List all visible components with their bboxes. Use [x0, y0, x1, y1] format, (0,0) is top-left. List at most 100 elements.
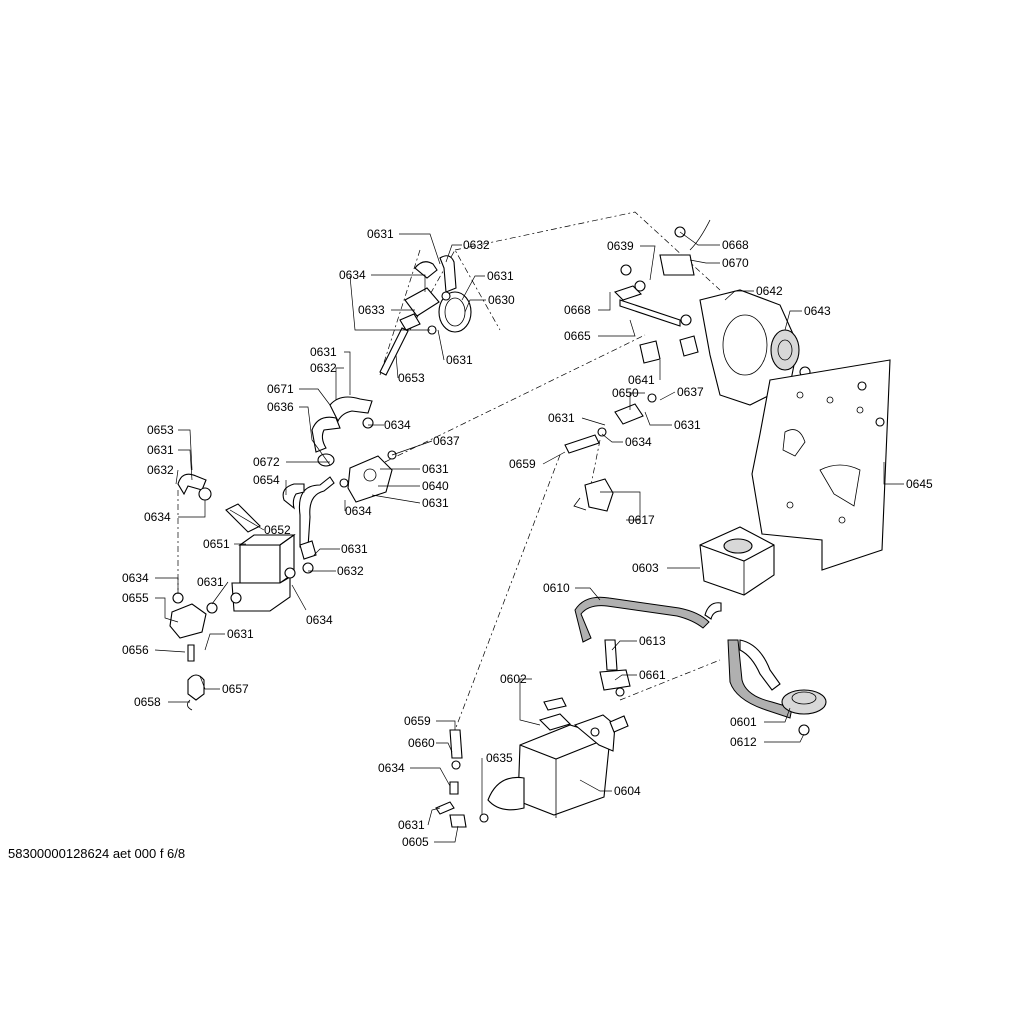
document-id-footer: 58300000128624 aet 000 f 6/8	[8, 846, 186, 861]
label-0602: 0602	[500, 672, 527, 686]
label-0637: 0637	[677, 385, 704, 399]
bracket-0668-part	[613, 285, 643, 301]
label-0650: 0650	[612, 386, 639, 400]
solenoid-0651-part	[239, 544, 281, 584]
label-0645: 0645	[906, 477, 933, 491]
label-0604: 0604	[614, 784, 641, 798]
label-0659: 0659	[404, 714, 431, 728]
clip-0617-part	[584, 478, 614, 512]
label-0634: 0634	[144, 510, 171, 524]
pipe-0672-part	[298, 476, 335, 548]
label-0631: 0631	[487, 269, 514, 283]
label-0661: 0661	[639, 668, 666, 682]
label-0643: 0643	[804, 304, 831, 318]
nozzle-0658-part	[187, 674, 205, 701]
label-0617: 0617	[628, 513, 655, 527]
valve-disc-part	[438, 291, 472, 333]
label-0668: 0668	[564, 303, 591, 317]
label-0665: 0665	[564, 329, 591, 343]
connector-0659-part	[564, 434, 600, 454]
label-0657: 0657	[222, 682, 249, 696]
label-0631: 0631	[227, 627, 254, 641]
pump-base-part	[231, 576, 291, 612]
label-0633: 0633	[358, 303, 385, 317]
label-0612: 0612	[730, 735, 757, 749]
part-labels: 0631 0632 0634 0631 0633 0630 0631 0653 …	[122, 227, 933, 849]
label-0631: 0631	[674, 418, 701, 432]
label-0634: 0634	[345, 504, 372, 518]
hose-0654-part	[282, 483, 305, 510]
part-0613-0661	[599, 639, 631, 697]
label-0631: 0631	[147, 443, 174, 457]
middle-right-fittings	[564, 393, 657, 512]
label-0632: 0632	[310, 361, 337, 375]
label-0656: 0656	[122, 643, 149, 657]
label-0631: 0631	[422, 496, 449, 510]
label-0640: 0640	[422, 479, 449, 493]
label-0653: 0653	[147, 423, 174, 437]
tube-0653-part	[379, 327, 409, 376]
elbow-connector-part	[439, 255, 457, 293]
elbow-0632-part	[177, 473, 207, 496]
label-0668: 0668	[722, 238, 749, 252]
hose-0610	[574, 596, 722, 643]
label-0631: 0631	[422, 462, 449, 476]
label-0651: 0651	[203, 537, 230, 551]
boiler-0601	[727, 639, 827, 736]
label-0631: 0631	[446, 353, 473, 367]
label-0635: 0635	[486, 751, 513, 765]
label-0634: 0634	[306, 613, 333, 627]
label-0634: 0634	[378, 761, 405, 775]
heater-cap-0643-part	[770, 329, 800, 371]
label-0631: 0631	[367, 227, 394, 241]
label-0637: 0637	[433, 434, 460, 448]
label-0631: 0631	[197, 575, 224, 589]
valve-body-part	[404, 287, 440, 317]
clamp-0602-part	[538, 713, 572, 731]
label-0603: 0603	[632, 561, 659, 575]
label-0632: 0632	[337, 564, 364, 578]
label-0652: 0652	[264, 523, 291, 537]
label-0639: 0639	[607, 239, 634, 253]
label-0659: 0659	[509, 457, 536, 471]
valve-0655-part	[169, 603, 207, 639]
label-0610: 0610	[543, 581, 570, 595]
label-0660: 0660	[408, 736, 435, 750]
leader-lines	[154, 231, 904, 843]
hose-0636-part	[311, 416, 341, 453]
label-0632: 0632	[147, 463, 174, 477]
elbow-0671-part	[329, 396, 373, 423]
label-0641: 0641	[628, 373, 655, 387]
middle-fitting-group	[282, 396, 397, 574]
label-0631: 0631	[341, 542, 368, 556]
left-pump-group	[169, 473, 296, 711]
label-0671: 0671	[267, 382, 294, 396]
label-0634: 0634	[384, 418, 411, 432]
pump-0604	[479, 697, 629, 823]
label-0631: 0631	[548, 411, 575, 425]
label-0631: 0631	[310, 345, 337, 359]
tee-block-0640-part	[347, 455, 393, 503]
label-0634: 0634	[625, 435, 652, 449]
label-0630: 0630	[488, 293, 515, 307]
connector-0670-part	[659, 254, 695, 276]
label-0655: 0655	[122, 591, 149, 605]
frame-plate-0645	[751, 359, 891, 571]
label-0670: 0670	[722, 256, 749, 270]
sensor-0641-part	[639, 340, 661, 364]
label-0654: 0654	[253, 473, 280, 487]
label-0653: 0653	[398, 371, 425, 385]
label-0634: 0634	[122, 571, 149, 585]
label-0605: 0605	[402, 835, 429, 849]
label-0658: 0658	[134, 695, 161, 709]
upper-valve-group	[379, 255, 472, 376]
label-0601: 0601	[730, 715, 757, 729]
part-0659-0660-0605	[435, 729, 467, 828]
valve-0650-part	[614, 403, 644, 425]
label-0632: 0632	[463, 238, 490, 252]
label-0636: 0636	[267, 400, 294, 414]
label-0634: 0634	[339, 268, 366, 282]
label-0613: 0613	[639, 634, 666, 648]
tank-0603	[699, 526, 775, 596]
